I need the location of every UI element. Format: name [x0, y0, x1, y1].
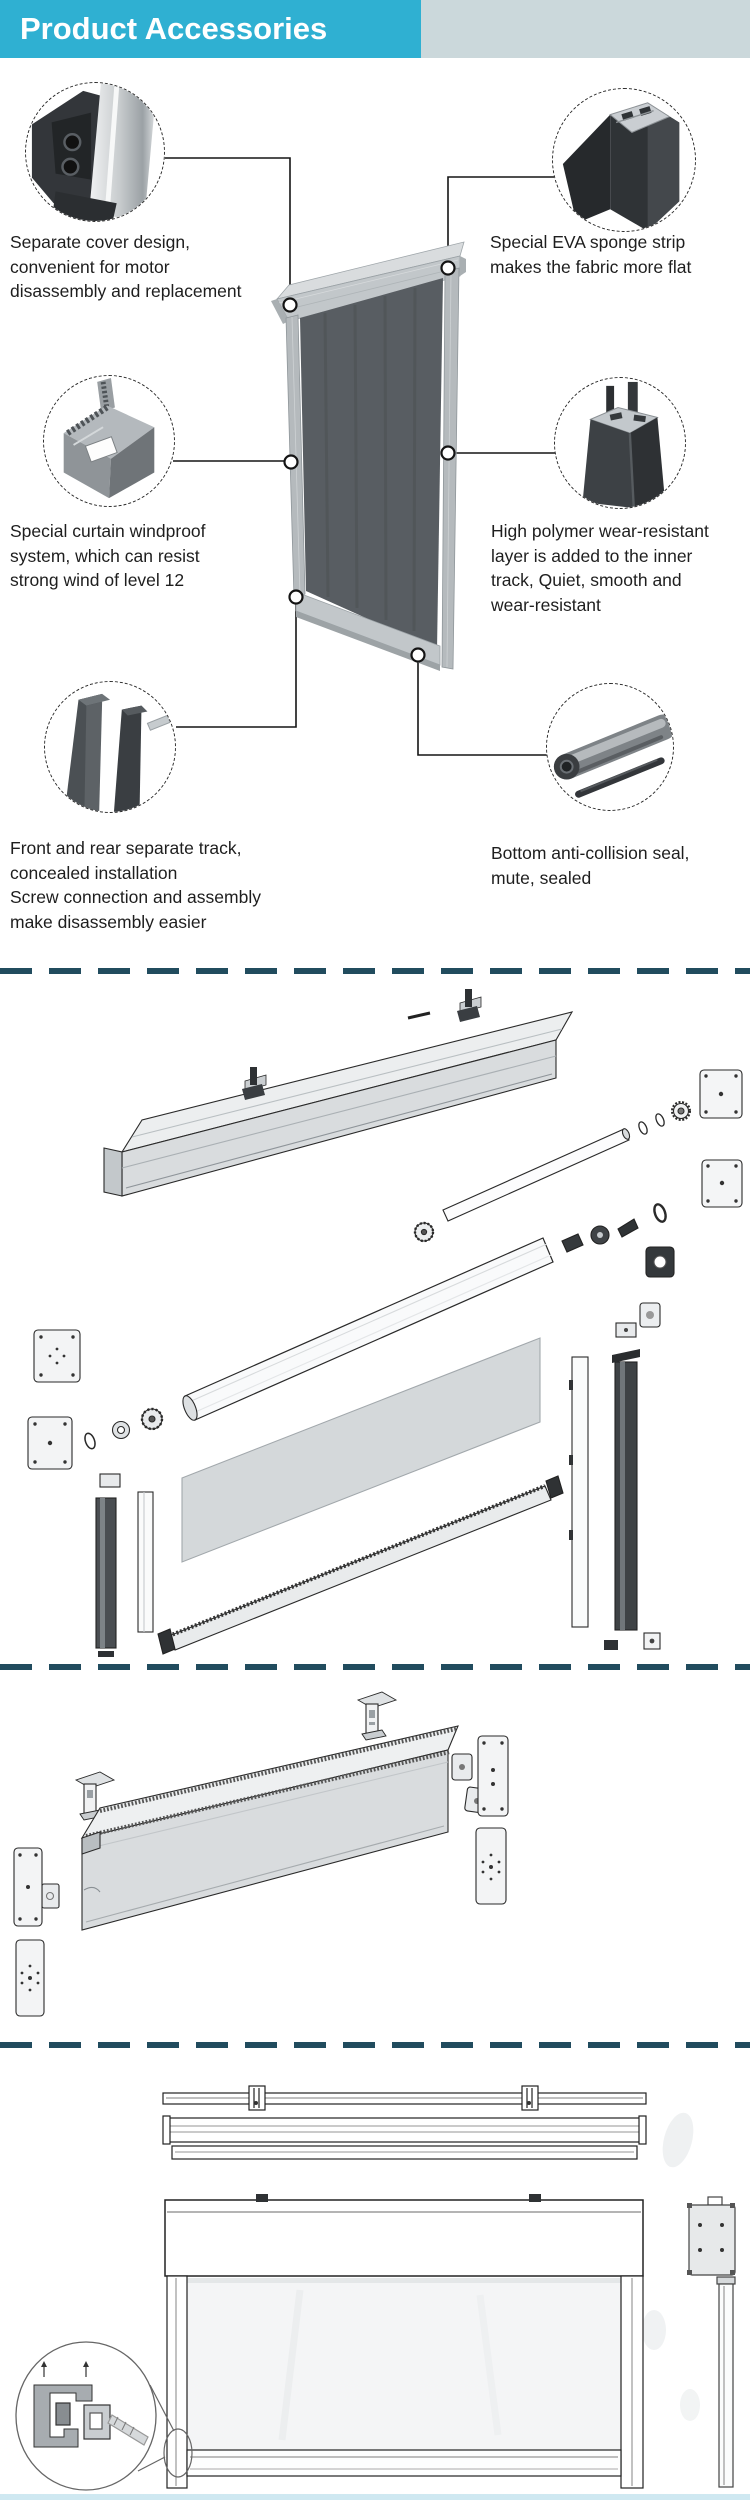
- front-view-screen: [164, 2194, 644, 2489]
- end-flange: [41, 1883, 60, 1909]
- fabric-panel: [181, 1337, 541, 1563]
- upper-roller-tube: [413, 1101, 691, 1243]
- page-title: Product Accessories: [20, 11, 328, 46]
- windproof-zipper-profile-photo: [63, 377, 155, 499]
- tube-end-parts-left: [27, 1329, 164, 1470]
- callout-text-eva-sponge: Special EVA sponge strip makes the fabri…: [490, 232, 692, 277]
- callout-circle-wear-layer: [554, 377, 686, 509]
- screen-frame-illustration: [271, 241, 466, 671]
- bottom-seal-bar-photo: [553, 714, 673, 798]
- header-band: [421, 0, 750, 58]
- exploded-parts-diagram: [27, 989, 743, 1657]
- dashed-divider-1: [0, 968, 750, 974]
- callout-circle-eva-sponge: [552, 88, 696, 232]
- inner-track-profile-photo: [582, 381, 666, 508]
- mounting-plate: [13, 1847, 45, 2017]
- dashed-divider-3: [0, 2042, 750, 2048]
- mounting-plate: [475, 1735, 509, 1905]
- callout-text-wear-layer: High polymer wear-resistant layer is add…: [491, 521, 709, 615]
- window-screen-product-render: [165, 157, 555, 756]
- dashed-divider-2: [0, 1664, 750, 1670]
- lower-roller-tube: [182, 1237, 554, 1421]
- motor-end-cover-photo: [31, 83, 157, 221]
- top-view-rail: [162, 2085, 647, 2160]
- corner-track-profile-photo: [562, 102, 680, 231]
- side-view-track: [687, 2196, 736, 2488]
- leader-lines: [165, 157, 555, 756]
- ceiling-bracket: [457, 989, 482, 1022]
- header-bar: Product Accessories: [0, 0, 421, 58]
- tube-end-parts-right: [561, 1203, 675, 1328]
- front-and-top-view-installation-diagram: [15, 2085, 736, 2491]
- callout-text-windproof: Special curtain windproof system, which …: [10, 521, 206, 590]
- callout-node-markers: [282, 260, 456, 663]
- mounting-plate: [699, 1069, 743, 1208]
- next-section-edge: [0, 2494, 750, 2500]
- callout-text-separate-track: Front and rear separate track, concealed…: [10, 838, 261, 932]
- ceiling-bracket: [242, 1067, 267, 1100]
- cassette-housing-exploded-diagram: [13, 1691, 509, 2017]
- watermark-smudge: [642, 2112, 700, 2421]
- side-track-right: [569, 1322, 661, 1650]
- callout-text-separate-cover: Separate cover design, convenient for mo…: [10, 232, 242, 301]
- housing-profile: [80, 1725, 459, 1931]
- callout-circle-bottom-seal: [546, 683, 674, 811]
- callout-circle-separate-cover: [25, 82, 165, 222]
- callout-text-bottom-seal: Bottom anti-collision seal, mute, sealed: [491, 843, 690, 888]
- ceiling-bracket: [356, 1691, 398, 1741]
- screw-part: [407, 1011, 431, 1020]
- cassette-housing: [103, 1011, 574, 1197]
- callout-circle-windproof: [43, 375, 175, 507]
- ceiling-bracket: [74, 1771, 116, 1821]
- track-cross-section: [33, 2361, 149, 2448]
- corner-detail-bubble: [15, 2341, 193, 2491]
- side-track-left: [95, 1473, 154, 1657]
- callout-circle-separate-track: [44, 681, 176, 813]
- bottom-rail: [157, 1475, 564, 1655]
- separate-track-profiles-photo: [64, 693, 171, 812]
